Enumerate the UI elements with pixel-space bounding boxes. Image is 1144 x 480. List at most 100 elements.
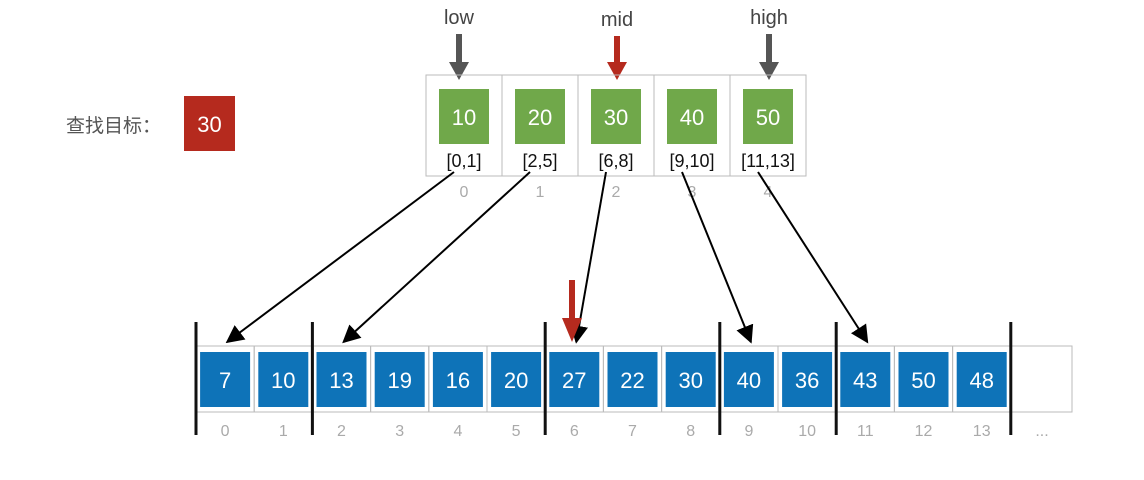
data-cell: 10 1 — [253, 345, 313, 440]
index-position: 4 — [764, 184, 773, 201]
data-value-box — [258, 352, 309, 407]
mapping-arrows — [225, 171, 869, 344]
index-range: [11,13] — [741, 151, 795, 171]
index-value: 50 — [756, 105, 780, 130]
data-value-box — [723, 352, 774, 407]
index-cell: 20 [2,5] 1 — [501, 74, 579, 201]
data-cell: 20 5 — [486, 345, 546, 440]
data-cell: 43 11 — [835, 345, 895, 440]
index-cell: 10 [0,1] 0 — [425, 74, 503, 201]
index-value: 20 — [528, 105, 552, 130]
index-cell: 50 [11,13] 4 — [729, 74, 807, 201]
mapping-arrow — [225, 171, 455, 344]
target-value: 30 — [197, 112, 221, 137]
data-position: 7 — [628, 423, 637, 440]
index-position: 3 — [688, 184, 697, 201]
index-value: 10 — [452, 105, 476, 130]
index-range: [0,1] — [446, 151, 481, 171]
data-value-box — [374, 352, 425, 407]
index-cell-border — [729, 74, 807, 177]
data-position: 3 — [395, 423, 404, 440]
data-mid-marker-arrow — [562, 280, 582, 342]
index-position: 2 — [612, 184, 621, 201]
low-label: low — [444, 7, 475, 29]
data-position: 4 — [453, 423, 462, 440]
data-value: 7 — [219, 368, 231, 393]
data-value-box — [898, 352, 949, 407]
data-cell: 22 7 — [602, 345, 663, 440]
data-value: 13 — [329, 368, 353, 393]
data-position: 1 — [279, 423, 288, 440]
index-value-box — [591, 89, 641, 144]
mapping-arrow — [757, 171, 869, 344]
data-position: 6 — [570, 423, 579, 440]
data-position: 2 — [337, 423, 346, 440]
data-value-box — [491, 352, 542, 407]
data-value-box — [956, 352, 1007, 407]
data-value: 22 — [620, 368, 644, 393]
data-value: 36 — [795, 368, 819, 393]
index-value-box — [667, 89, 717, 144]
data-position: 9 — [744, 423, 753, 440]
index-value-box — [743, 89, 793, 144]
data-value: 19 — [387, 368, 411, 393]
data-position: 8 — [686, 423, 695, 440]
data-cell: 50 12 — [893, 345, 954, 440]
data-value: 27 — [562, 368, 586, 393]
low-pointer-arrow — [449, 34, 469, 80]
data-value-box — [607, 352, 658, 407]
data-value-box — [665, 352, 716, 407]
data-value-box — [200, 352, 251, 407]
data-value-box — [432, 352, 483, 407]
index-array: 10 [0,1] 0 20 [2,5] 1 30 [6,8] 2 40 [9,10] 3 50 [11,1… — [425, 74, 807, 201]
target-box — [184, 96, 235, 151]
data-position: 5 — [512, 423, 521, 440]
data-cell: 40 9 — [719, 345, 779, 440]
data-value: 40 — [737, 368, 761, 393]
data-cell: 70 — [195, 345, 255, 440]
data-value: 43 — [853, 368, 877, 393]
data-array: 7010113219316420527622730840936104311501… — [194, 322, 1073, 440]
data-value: 48 — [969, 368, 993, 393]
data-value-box — [549, 352, 600, 407]
data-value: 10 — [271, 368, 295, 393]
data-cell: 36 10 — [777, 345, 837, 440]
index-value-box — [439, 89, 489, 144]
index-position: 1 — [536, 184, 545, 201]
data-value: 30 — [678, 368, 702, 393]
mapping-arrow — [570, 171, 607, 344]
data-cell: 13 2 — [311, 345, 372, 440]
data-position: 11 — [857, 423, 874, 440]
mid-label: mid — [601, 9, 633, 31]
data-cell: 27 6 — [544, 345, 604, 440]
data-value: 50 — [911, 368, 935, 393]
index-value: 30 — [604, 105, 628, 130]
index-value: 40 — [680, 105, 704, 130]
high-label: high — [750, 7, 788, 29]
high-pointer-arrow — [759, 34, 779, 80]
mapping-arrow — [342, 171, 531, 344]
mid-pointer-arrow — [607, 36, 627, 80]
data-value-box — [316, 352, 367, 407]
data-value: 16 — [446, 368, 470, 393]
target-label: 查找目标： — [66, 115, 161, 137]
data-position: 0 — [221, 423, 230, 440]
index-range: [6,8] — [598, 151, 633, 171]
index-cell: 30 [6,8] 2 — [577, 74, 655, 201]
mapping-arrow — [681, 171, 754, 344]
data-cell: 30 8 — [661, 345, 721, 440]
data-value-box — [782, 352, 833, 407]
index-cell: 40 [9,10] 3 — [653, 74, 731, 201]
data-position: 10 — [798, 423, 816, 440]
data-cell: 19 3 — [370, 345, 430, 440]
index-position: 0 — [460, 184, 469, 201]
index-range: [9,10] — [669, 151, 714, 171]
data-cell: 16 4 — [428, 345, 488, 440]
index-range: [2,5] — [522, 151, 557, 171]
data-value: 20 — [504, 368, 528, 393]
data-value-box — [840, 352, 891, 407]
data-position: 12 — [915, 423, 933, 440]
index-value-box — [515, 89, 565, 144]
